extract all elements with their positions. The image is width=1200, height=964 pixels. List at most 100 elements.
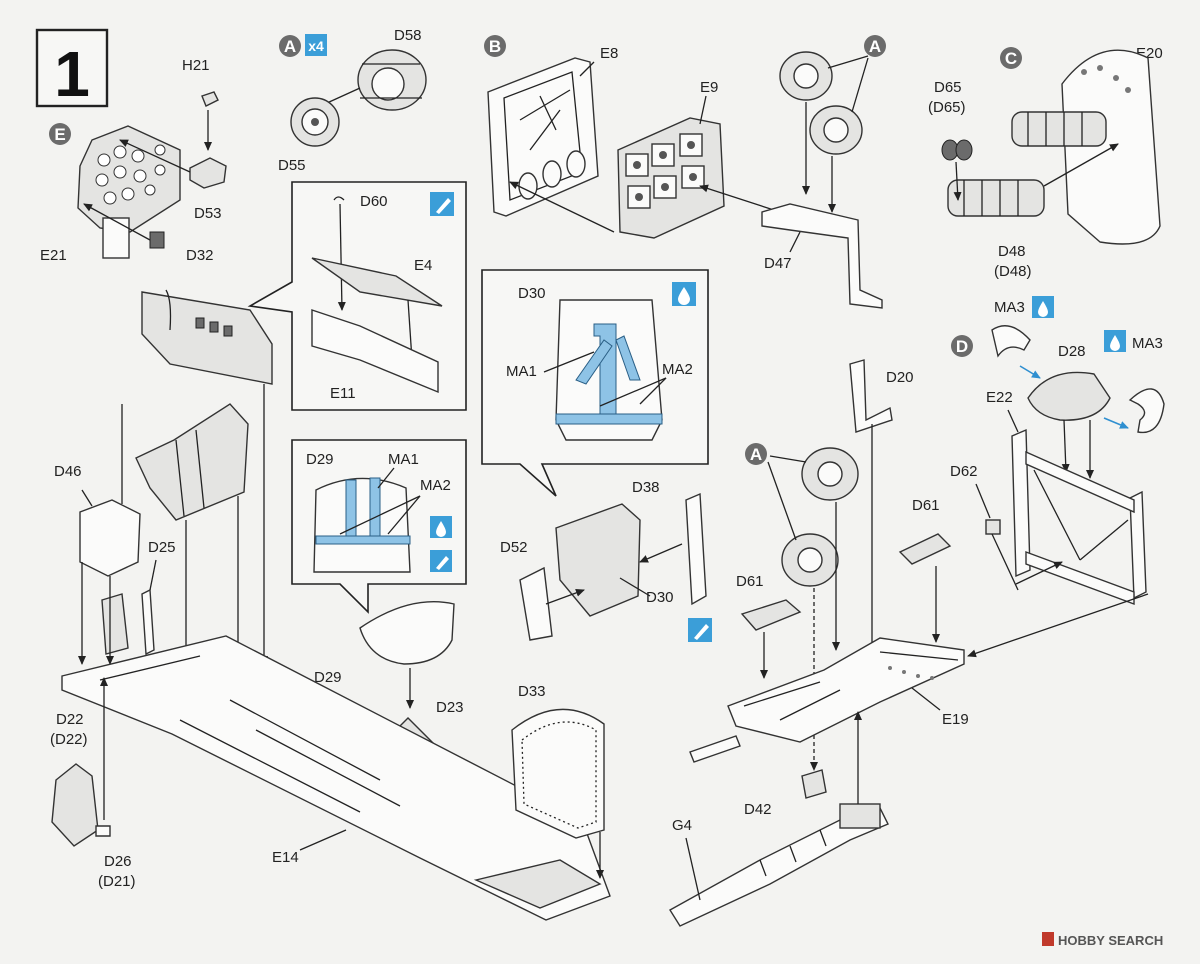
svg-text:A: A — [284, 37, 296, 56]
part-d65 — [941, 139, 973, 161]
frame-post-left — [1011, 428, 1031, 578]
part-label-ma2: MA2 — [662, 361, 693, 378]
callout-panel-e4: D60 E4 E11 — [247, 181, 467, 411]
wheel-upper — [779, 51, 833, 101]
part-label-d28: D28 — [1058, 343, 1086, 360]
part-d25 — [141, 588, 155, 656]
subassembly-d-group: D MA3 D28 MA3 — [951, 296, 1165, 479]
part-d22 — [51, 763, 99, 847]
part-label-d30-callout: D30 — [518, 285, 546, 302]
bulkhead-frame-e8 — [487, 57, 599, 217]
panel-lower-box — [102, 217, 130, 259]
svg-text:C: C — [1005, 49, 1017, 68]
part-label-d46: D46 — [54, 463, 82, 480]
control-stick-base — [101, 593, 129, 655]
part-label-e9: E9 — [700, 79, 718, 96]
callout-seat-d29: D29 MA1 MA2 — [291, 439, 467, 614]
part-label-g4: G4 — [672, 817, 692, 834]
frame-e22-group: E22 — [967, 389, 1149, 658]
part-label-d23: D23 — [436, 699, 464, 716]
seat-back-armor — [135, 403, 249, 521]
part-d22-group: D22 (D22) D26 (D21) — [50, 677, 136, 890]
part-label-d33: D33 — [518, 683, 546, 700]
part-d62 — [985, 519, 1001, 535]
part-label-d65b: (D65) — [928, 99, 966, 116]
svg-text:B: B — [489, 37, 501, 56]
wheel-lower — [809, 105, 863, 155]
step-number: 1 — [54, 38, 90, 110]
part-label-d55: D55 — [278, 157, 306, 174]
svg-text:A: A — [869, 37, 881, 56]
part-d52 — [519, 566, 553, 641]
armor-plate-d33 — [511, 708, 605, 839]
side-console — [141, 291, 273, 385]
part-label-d62: D62 — [950, 463, 978, 480]
watermark: HOBBY SEARCH — [1042, 932, 1163, 948]
part-label-d22b: (D22) — [50, 731, 88, 748]
part-d53 — [189, 157, 227, 189]
barrel-stub — [689, 735, 741, 763]
sub-tag-d: D — [951, 335, 973, 357]
part-d58 — [357, 49, 427, 111]
part-d26 — [95, 825, 111, 837]
part-label-d20: D20 — [886, 369, 914, 386]
cockpit-floor-e14 — [61, 635, 611, 921]
part-d55 — [290, 97, 340, 147]
part-label-d48: D48 — [998, 243, 1026, 260]
sub-tag-b: B — [484, 35, 506, 57]
sub-tag-e: E — [49, 123, 71, 145]
part-label-d30: D30 — [646, 589, 674, 606]
sub-tag-a-top: A — [279, 35, 301, 57]
part-label-d48b: (D48) — [994, 263, 1032, 280]
gun-mount-e19-group: E19 — [689, 637, 969, 763]
subassembly-a-wheels-group: A x4 D58 D55 — [278, 27, 427, 174]
armor-d33-group: D33 — [511, 683, 605, 879]
part-label-d65: D65 — [934, 79, 962, 96]
part-label-d26b: (D21) — [98, 873, 136, 890]
sub-tag-c: C — [1000, 47, 1022, 69]
part-label-e19: E19 — [942, 711, 969, 728]
cylinder-d61-left — [740, 599, 802, 631]
frame-post-right — [1129, 490, 1147, 600]
part-label-e8: E8 — [600, 45, 618, 62]
radio-stack-e9-group: E9 — [617, 79, 781, 239]
ammo-drum-upper — [1011, 111, 1107, 147]
part-d62-group: D62 — [950, 463, 1063, 591]
seat-d29: D29 — [314, 601, 455, 709]
part-label-d38: D38 — [632, 479, 660, 496]
sub-tag-a-lower: A — [745, 443, 767, 465]
multiplier-badge — [305, 34, 327, 56]
svg-text:A: A — [750, 445, 762, 464]
step-number-box: 1 — [35, 28, 109, 110]
svg-text:x4: x4 — [308, 38, 324, 54]
subassembly-e-group: E E21 H21 D53 D32 — [40, 57, 227, 264]
part-label-d42: D42 — [744, 801, 772, 818]
part-label-e14: E14 — [272, 849, 299, 866]
bracket-d47 — [761, 203, 883, 309]
part-label-ma1-callout: MA1 — [388, 451, 419, 468]
copyright-icon — [1042, 932, 1054, 946]
subassembly-c-group: C E20 D65 (D65) D48 (D48) — [928, 45, 1163, 280]
part-d20-group: D20 — [849, 359, 914, 695]
part-label-d58: D58 — [394, 27, 422, 44]
left-side-panel-group: D46 D25 — [54, 289, 273, 699]
machine-gun-g4-group: G4 — [669, 711, 889, 927]
part-label-d29-callout: D29 — [306, 451, 334, 468]
floor-e14-group: E14 — [61, 635, 611, 921]
instrument-panel-e21 — [77, 125, 181, 233]
callout-seat-d30: D30 MA1 MA2 — [481, 269, 709, 497]
instrument-dials — [95, 144, 166, 205]
part-label-ma3-left: MA3 — [994, 299, 1025, 316]
wheel-lower-1 — [801, 447, 859, 501]
seat-d30 — [555, 503, 641, 617]
part-label-e4: E4 — [414, 257, 432, 274]
part-label-d52: D52 — [500, 539, 528, 556]
glue-brush-icon — [430, 192, 454, 216]
part-d32 — [149, 231, 165, 249]
svg-text:E: E — [54, 125, 65, 144]
seat-cushion-d28 — [1027, 371, 1111, 421]
part-h21 — [201, 91, 219, 107]
belt-ma2 — [555, 413, 663, 425]
part-label-d61-left: D61 — [736, 573, 764, 590]
